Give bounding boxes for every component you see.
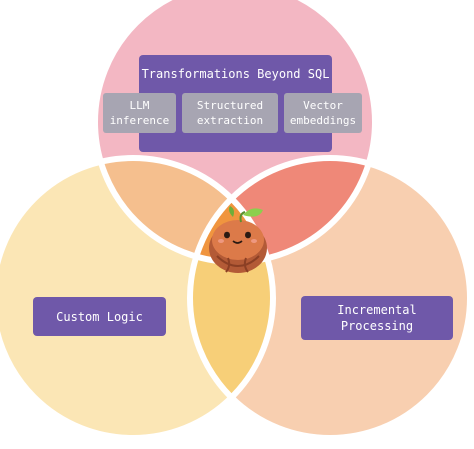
chip-structured-extraction: Structured extraction — [182, 93, 278, 133]
left-region-label-text: Custom Logic — [56, 309, 143, 324]
overlap-top-left — [95, 158, 273, 262]
top-region-title-text: Transformations Beyond SQL — [141, 67, 330, 81]
chip-llm-inference: LLM inference — [103, 93, 176, 133]
overlap-top-right — [190, 158, 375, 262]
chip-vector-embeddings-text: Vector embeddings — [289, 99, 357, 127]
left-region-label: Custom Logic — [33, 297, 166, 336]
chip-vector-embeddings: Vector embeddings — [284, 93, 362, 133]
coconut-mascot-icon — [209, 206, 267, 273]
chip-llm-inference-text: LLM inference — [109, 99, 170, 127]
chip-structured-extraction-text: Structured extraction — [196, 99, 264, 127]
right-region-label-text: Incremental Processing — [337, 303, 417, 333]
right-region-label: Incremental Processing — [301, 296, 453, 340]
